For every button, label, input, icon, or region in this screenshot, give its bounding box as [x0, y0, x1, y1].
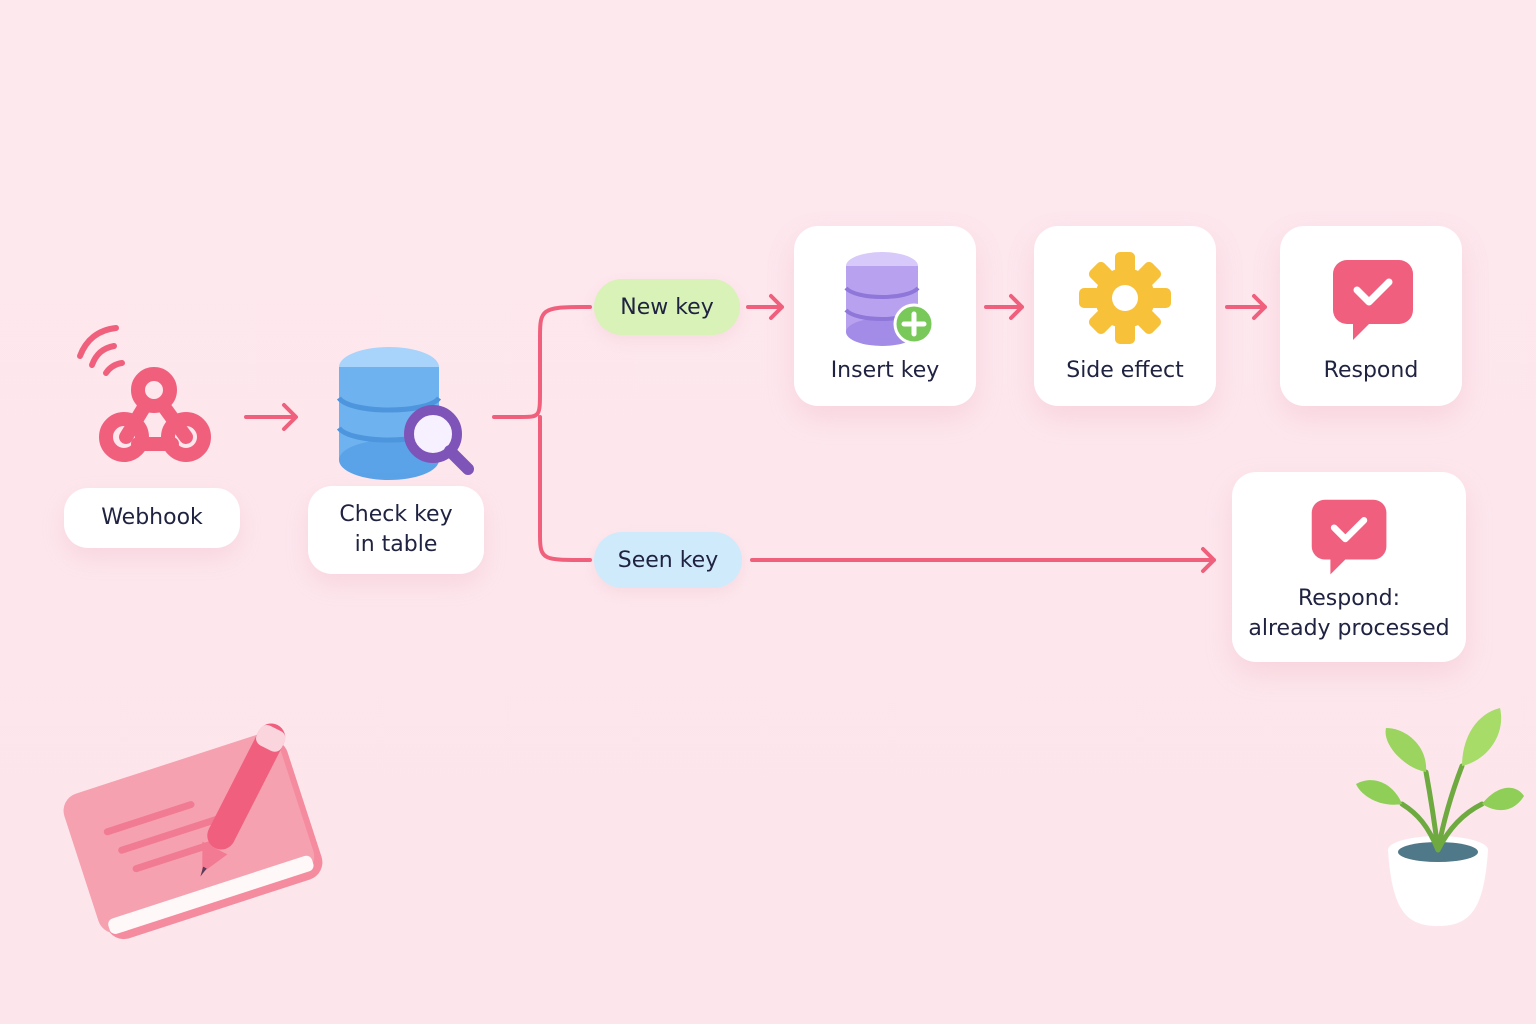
new-key-pill-text: New key: [620, 294, 714, 320]
arrow-webhook-to-check: [244, 403, 298, 431]
insert-key-card: Insert key: [794, 226, 976, 406]
respond-label: Respond: [1323, 358, 1419, 383]
webhook-icon: [77, 325, 211, 462]
webhook-label: Webhook: [64, 488, 240, 548]
respond-processed-label: Respond: already processed: [1232, 584, 1466, 644]
insert-key-label: Insert key: [830, 358, 940, 383]
database-search-icon: [336, 347, 474, 480]
respond-processed-line2: already processed: [1248, 616, 1450, 641]
side-effect-card: Side effect: [1034, 226, 1216, 406]
branch-connector: [492, 305, 592, 562]
chat-check-icon: [1333, 260, 1413, 340]
seen-key-pill: Seen key: [594, 532, 742, 588]
seen-key-pill-text: Seen key: [617, 547, 719, 573]
webhook-label-text: Webhook: [101, 505, 203, 530]
arrow-insert-to-side-effect: [984, 294, 1024, 320]
respond-processed-card: Respond: already processed: [1232, 472, 1466, 662]
arrow-seen-to-respond-processed: [750, 547, 1216, 573]
respond-card: Respond: [1280, 226, 1462, 406]
database-plus-icon: [844, 252, 935, 346]
side-effect-label: Side effect: [1066, 358, 1184, 383]
check-key-label-line1: Check key: [339, 502, 453, 527]
chat-check-icon: [1311, 499, 1387, 575]
gear-icon: [1079, 252, 1171, 344]
notebook-pen-icon: [63, 723, 323, 940]
respond-processed-line1: Respond:: [1297, 586, 1401, 611]
new-key-pill: New key: [594, 279, 740, 335]
arrow-new-to-insert: [746, 294, 784, 320]
check-key-label: Check key in table: [308, 486, 484, 574]
check-key-label-line2: in table: [354, 532, 438, 557]
arrow-side-effect-to-respond: [1225, 294, 1267, 320]
plant-icon: [1356, 708, 1524, 926]
